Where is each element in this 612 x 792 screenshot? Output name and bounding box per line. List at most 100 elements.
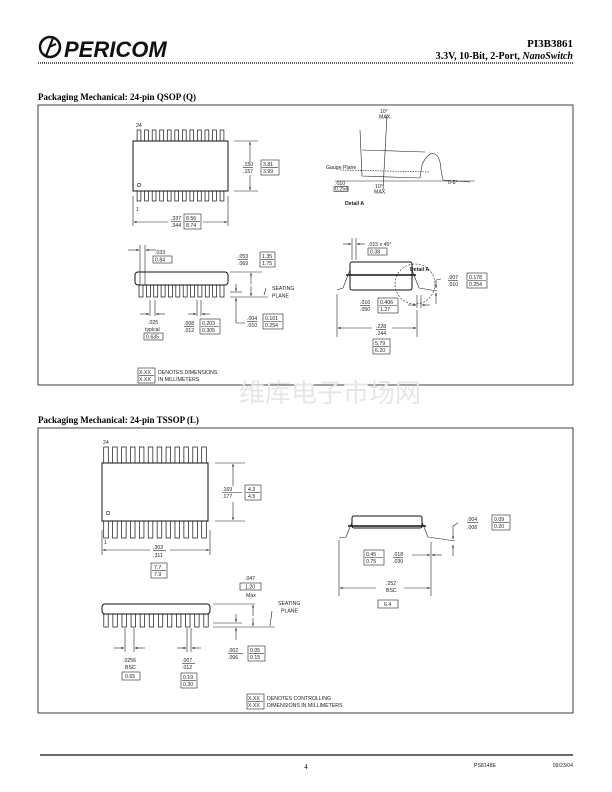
package-lead bbox=[212, 190, 217, 202]
dim-length-mm-max: 8.74 bbox=[186, 223, 196, 229]
tssop-section-title: Packaging Mechanical: 24-pin TSSOP (L) bbox=[38, 415, 199, 425]
pericom-logo: PERICOM bbox=[38, 35, 167, 62]
dim-standoff-mm-max: 0.15 bbox=[250, 655, 260, 661]
dim-lead-thick-mm-min: 0.09 bbox=[494, 517, 504, 523]
dim-span-in-max: .244 bbox=[376, 331, 386, 337]
dim-length-mm-max: 7.9 bbox=[154, 572, 161, 578]
legend-box-text: X.XX bbox=[248, 696, 260, 702]
dim-lead-thick-in-max: .010 bbox=[448, 282, 458, 288]
dim-lead-width-mm-min: 0.203 bbox=[202, 321, 215, 327]
package-lead bbox=[183, 446, 189, 464]
tssop-top-view: 24 1 .169 .177 4.3 4.5 .303 .311 7.7 7.9 bbox=[101, 440, 262, 579]
qsop-detail-a: 10° MAX. 10° MAX. Gauge Plane .010 0.254… bbox=[326, 109, 475, 207]
package-lead bbox=[219, 190, 225, 202]
package-lead bbox=[174, 446, 180, 464]
package-lead bbox=[166, 129, 172, 142]
detail-a-callout-circle bbox=[394, 263, 436, 305]
dim-lead-thick-in-min: .007 bbox=[448, 275, 458, 281]
package-lead bbox=[212, 129, 217, 142]
detail-angle-top: 10° bbox=[380, 109, 388, 115]
package-lead bbox=[159, 190, 164, 202]
package-lead bbox=[201, 446, 207, 464]
document-date: 09/23/04 bbox=[553, 763, 573, 769]
package-lead bbox=[151, 190, 157, 202]
legend-text: DENOTES DIMENSIONS bbox=[158, 370, 218, 376]
package-lead bbox=[144, 129, 149, 142]
seating-plane-label-2: PLANE bbox=[281, 609, 299, 615]
qsop-top-view: 24 1 .150 .157 3.81 3.99 .337 .344 8.56 … bbox=[132, 123, 280, 230]
dim-pitch-in: .0256 bbox=[123, 658, 136, 664]
legend-box-text: X.XX bbox=[139, 370, 151, 376]
dim-height-in-max: .177 bbox=[222, 494, 232, 500]
package-lead bbox=[201, 520, 207, 539]
dim-standoff-mm-max: 0.254 bbox=[265, 323, 278, 329]
package-lead bbox=[159, 129, 164, 142]
dim-foot-mm-min: 0.406 bbox=[380, 300, 393, 306]
legend-text: DENOTES CONTROLLING bbox=[267, 696, 331, 702]
qsop-drawing-frame bbox=[37, 104, 574, 386]
dim-lead-width-mm-min: 0.19 bbox=[183, 675, 193, 681]
package-lead bbox=[112, 520, 118, 539]
pin1-marker-icon bbox=[136, 182, 142, 188]
dim-standoff-in-max: .010 bbox=[247, 323, 257, 329]
dim-lead-thick-mm-max: 0.254 bbox=[469, 282, 482, 288]
dim-thickness-mm: 1.20 bbox=[245, 585, 255, 591]
package-lead bbox=[147, 520, 154, 539]
part-number: PI3B3861 bbox=[527, 38, 573, 50]
qsop-side-view: .033 0.84 .053 .069 1.35 1.75 SEATING PL… bbox=[128, 245, 294, 341]
dim-thickness-mm-max: 1.75 bbox=[262, 261, 272, 267]
package-lead bbox=[174, 190, 179, 202]
dim-lead-thick-mm-min: 0.178 bbox=[469, 275, 482, 281]
dim-standoff-in-min: .004 bbox=[247, 316, 257, 322]
dim-height-mm-min: 4.3 bbox=[248, 487, 255, 493]
dim-lead-width-mm-max: 0.305 bbox=[202, 328, 215, 334]
package-lead bbox=[103, 520, 109, 539]
detail-angle-bottom: 10° bbox=[375, 184, 383, 190]
pin-label-bottom: 1 bbox=[136, 207, 139, 213]
package-lead bbox=[121, 520, 127, 539]
dim-height-in-min: .169 bbox=[222, 487, 232, 493]
dim-length-mm-min: 8.56 bbox=[186, 216, 196, 222]
dim-lead-width-in-max: .012 bbox=[182, 665, 192, 671]
dim-lead-offset-in: .033 bbox=[155, 250, 165, 256]
package-lead bbox=[204, 129, 210, 142]
package-lead bbox=[130, 446, 136, 464]
package-lead bbox=[151, 129, 157, 142]
package-lead bbox=[197, 129, 202, 142]
seating-plane-label: SEATING bbox=[278, 601, 300, 607]
pin-label-top: 24 bbox=[136, 123, 142, 129]
dim-lead-thick-in-max: .008 bbox=[467, 525, 477, 531]
tssop-side-view: .047 1.20 Max SEATING PLANE .002 .006 0.… bbox=[101, 576, 300, 689]
legend-box-text-2: X.XX bbox=[248, 703, 260, 709]
dim-lead-thick-mm-max: 0.20 bbox=[494, 524, 504, 530]
legend-text-2: DIMENSIONS IN MILLIMETERS bbox=[267, 703, 343, 709]
dim-length-in-min: .303 bbox=[153, 545, 163, 551]
dim-lead-width-in-max: .012 bbox=[184, 328, 194, 334]
pin-label-top: 24 bbox=[103, 440, 109, 446]
package-lead bbox=[136, 190, 142, 202]
dim-lead-width-in-min: .008 bbox=[184, 321, 194, 327]
dim-thickness-in-max: .069 bbox=[238, 261, 248, 267]
tssop-end-view: 0.45 0.75 .018 .030 .252 BSC 6.4 .004 .0… bbox=[338, 514, 511, 609]
dim-lead-thick-in-min: .004 bbox=[467, 517, 477, 523]
dim-foot-mm-max: 0.75 bbox=[366, 559, 376, 565]
dim-span-in-min: .228 bbox=[376, 324, 386, 330]
gauge-plane-label: Gauge Plane bbox=[326, 165, 356, 171]
package-lead bbox=[189, 129, 195, 142]
dim-standoff-in-min: .002 bbox=[228, 648, 238, 654]
dim-thickness-in-min: .053 bbox=[238, 254, 248, 260]
dim-thickness-in: .047 bbox=[245, 576, 255, 582]
package-lead bbox=[136, 129, 142, 142]
package-lead bbox=[166, 190, 172, 202]
package-lead bbox=[165, 520, 172, 539]
package-lead bbox=[192, 520, 198, 539]
dim-foot-in-max: .030 bbox=[393, 559, 403, 565]
dim-standoff-mm-min: 0.05 bbox=[250, 648, 260, 654]
dim-foot-in-max: .050 bbox=[360, 307, 370, 313]
package-lead bbox=[165, 446, 172, 464]
dim-lead-offset-mm: 0.84 bbox=[155, 258, 165, 264]
package-lead bbox=[138, 520, 145, 539]
legend-text-2: IN MILLIMETERS bbox=[158, 377, 200, 383]
dim-height-in-max: .157 bbox=[243, 169, 253, 175]
